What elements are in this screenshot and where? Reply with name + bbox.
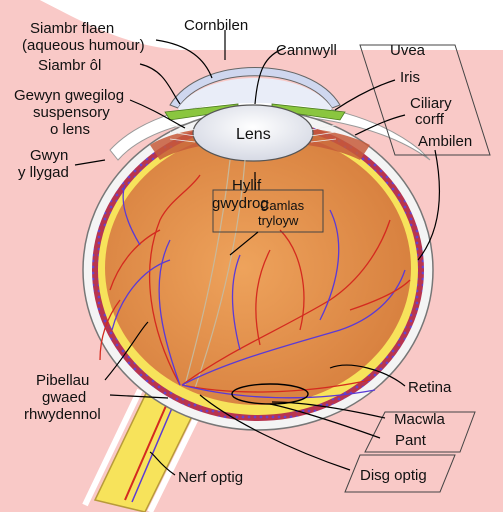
macula-fovea-bracket xyxy=(364,411,476,453)
hyaloid-label-box xyxy=(212,189,324,233)
cornea xyxy=(169,67,341,109)
label-hyaloid: Camlas xyxy=(260,198,305,213)
label-lens: Lens xyxy=(236,126,271,143)
central-vein xyxy=(131,393,179,503)
label-zonule: Gewyn gwegilog xyxy=(14,87,124,104)
label-vessels: Pibellau xyxy=(36,372,89,389)
hyaloid-canal xyxy=(184,159,246,389)
leader-lines xyxy=(74,30,441,476)
label-vitreous: Hylif xyxy=(232,177,262,194)
label-optic-nerve: Nerf optig xyxy=(178,469,243,486)
label-fovea: Pant xyxy=(395,432,427,449)
label-hyaloid-2: tryloyw xyxy=(258,213,299,228)
vitreous-body xyxy=(105,131,411,405)
label-posterior-chamber: Siambr ôl xyxy=(38,57,101,74)
label-pupil: Cannwyll xyxy=(276,42,337,59)
retinal-vessels xyxy=(99,174,411,399)
label-sclera-2: y llygad xyxy=(18,164,69,181)
label-uvea: Uvea xyxy=(390,42,426,59)
label-retina: Retina xyxy=(408,379,452,396)
label-zonule-2: suspensory xyxy=(33,104,110,121)
uvea-bracket xyxy=(359,44,491,156)
central-artery xyxy=(124,391,173,501)
label-ciliary-2: corff xyxy=(415,111,445,128)
optic-disc-bracket xyxy=(344,454,456,493)
label-zonule-3: o lens xyxy=(50,121,90,138)
background-white-top xyxy=(0,0,503,48)
label-choroid: Ambilen xyxy=(418,133,472,150)
lens xyxy=(192,104,314,162)
label-sclera: Gwyn xyxy=(30,147,68,164)
label-vessels-3: rhwydennol xyxy=(24,406,101,423)
label-vessels-2: gwaed xyxy=(42,389,86,406)
label-anterior-chamber-sub: (aqueous humour) xyxy=(22,37,145,54)
label-macula: Macwla xyxy=(394,411,446,428)
label-ciliary: Ciliary xyxy=(410,95,452,112)
zonule-fibres xyxy=(169,124,337,143)
label-iris: Iris xyxy=(400,69,420,86)
anterior-chamber xyxy=(178,78,332,112)
label-optic-disc: Disg optig xyxy=(360,467,427,484)
label-vitreous-2: gwydrog xyxy=(212,195,269,212)
label-cornea: Cornbilen xyxy=(184,17,248,34)
label-anterior-chamber: Siambr flaen xyxy=(30,20,114,37)
